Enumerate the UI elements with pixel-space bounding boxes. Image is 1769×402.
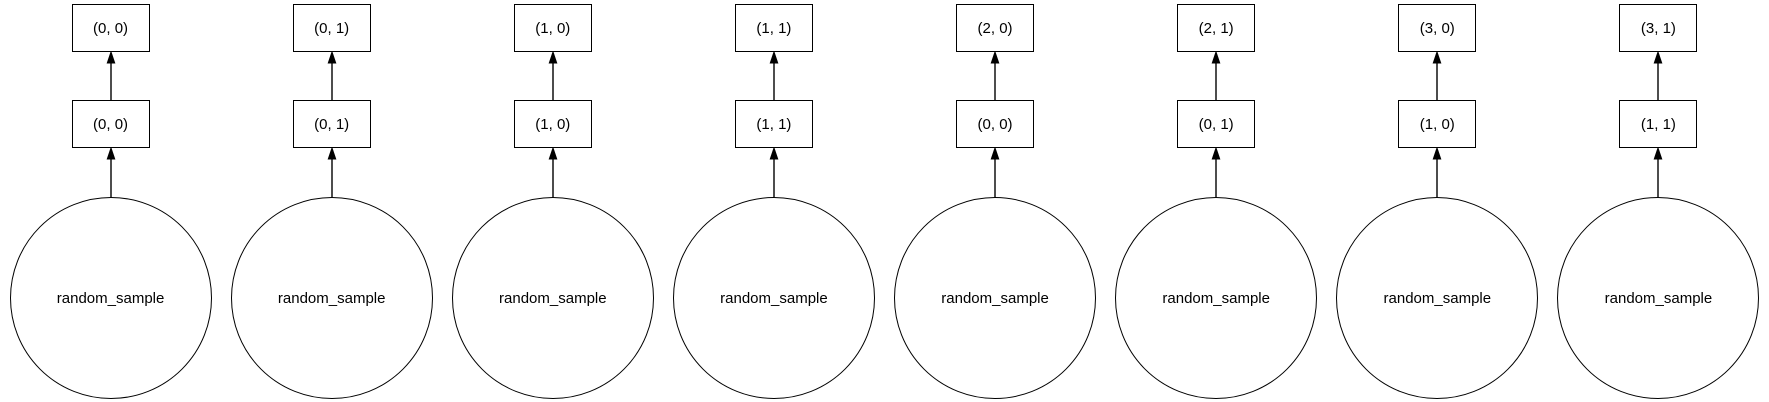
arrow-up-icon <box>1211 52 1221 100</box>
arrow-up-icon <box>327 148 337 197</box>
task-column-2: (1, 0) (1, 0) random_sample <box>442 0 663 399</box>
arrow-up-icon <box>990 52 1000 100</box>
random-sample-node: random_sample <box>230 197 433 399</box>
index-node: (1, 0) <box>513 100 592 148</box>
task-column-7: (3, 1) (1, 1) random_sample <box>1548 0 1769 399</box>
random-sample-node: random_sample <box>1336 197 1539 399</box>
arrow-up-icon <box>548 148 558 197</box>
index-node: (0, 0) <box>71 100 150 148</box>
output-node: (2, 0) <box>956 4 1035 52</box>
index-node: (0, 1) <box>1177 100 1256 148</box>
arrow-up-icon <box>106 52 115 100</box>
arrow-up-icon <box>548 52 558 100</box>
random-sample-node: random_sample <box>1115 197 1318 399</box>
index-node: (0, 0) <box>956 100 1035 148</box>
task-column-5: (2, 1) (0, 1) random_sample <box>1106 0 1327 399</box>
task-column-6: (3, 0) (1, 0) random_sample <box>1327 0 1548 399</box>
random-sample-node: random_sample <box>9 197 212 399</box>
output-node: (0, 0) <box>71 4 150 52</box>
output-node: (3, 1) <box>1619 4 1698 52</box>
arrow-up-icon <box>990 148 1000 197</box>
task-column-3: (1, 1) (1, 1) random_sample <box>663 0 884 399</box>
arrow-up-icon <box>1654 52 1663 100</box>
random-sample-node: random_sample <box>1557 197 1760 399</box>
output-node: (1, 1) <box>734 4 813 52</box>
random-sample-node: random_sample <box>894 197 1097 399</box>
output-node: (1, 0) <box>513 4 592 52</box>
index-node: (1, 1) <box>734 100 813 148</box>
index-node: (0, 1) <box>292 100 371 148</box>
output-node: (0, 1) <box>292 4 371 52</box>
arrow-up-icon <box>1211 148 1221 197</box>
task-column-1: (0, 1) (0, 1) random_sample <box>221 0 442 399</box>
output-node: (3, 0) <box>1398 4 1477 52</box>
arrow-up-icon <box>1654 148 1663 197</box>
arrow-up-icon <box>769 148 779 197</box>
index-node: (1, 0) <box>1398 100 1477 148</box>
arrow-up-icon <box>1432 148 1442 197</box>
arrow-up-icon <box>327 52 337 100</box>
arrow-up-icon <box>106 148 115 197</box>
task-column-4: (2, 0) (0, 0) random_sample <box>885 0 1106 399</box>
arrow-up-icon <box>769 52 779 100</box>
random-sample-node: random_sample <box>672 197 875 399</box>
arrow-up-icon <box>1432 52 1442 100</box>
random-sample-node: random_sample <box>451 197 654 399</box>
task-column-0: (0, 0) (0, 0) random_sample <box>0 0 221 399</box>
index-node: (1, 1) <box>1619 100 1698 148</box>
output-node: (2, 1) <box>1177 4 1256 52</box>
